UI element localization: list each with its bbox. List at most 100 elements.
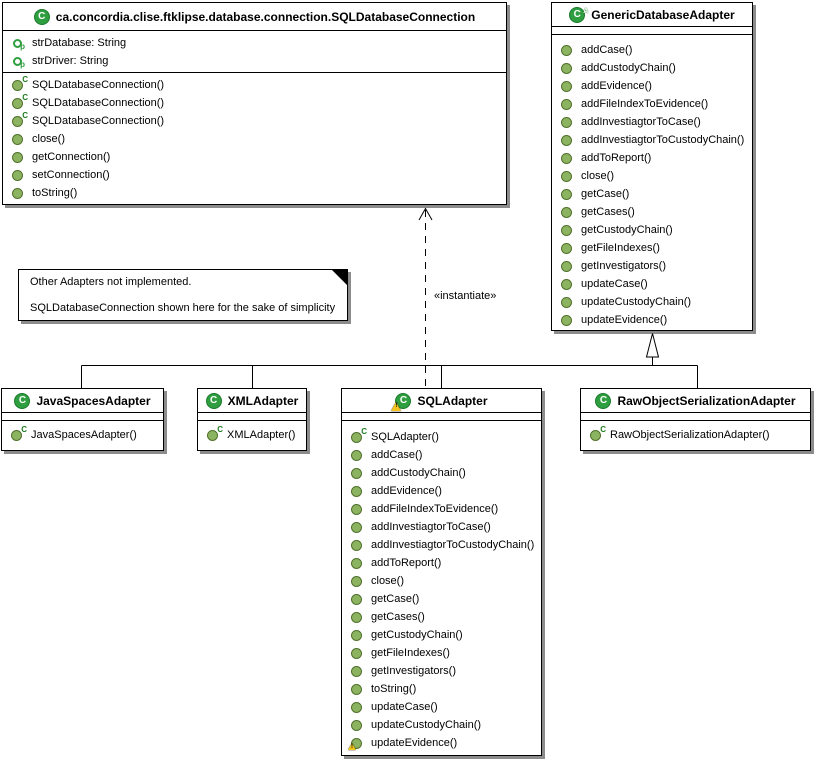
class-header: C JavaSpacesAdapter bbox=[2, 389, 163, 413]
member-row[interactable]: toString() bbox=[3, 184, 506, 202]
member-label: getConnection() bbox=[32, 151, 111, 163]
member-row[interactable]: toString() bbox=[342, 680, 541, 698]
member-label: addCustodyChain() bbox=[581, 62, 676, 74]
member-row[interactable]: close() bbox=[3, 130, 506, 148]
member-row[interactable]: setConnection() bbox=[3, 166, 506, 184]
class-header: C SQLAdapter bbox=[342, 389, 541, 413]
member-label: addCase() bbox=[371, 449, 423, 461]
member-label: SQLDatabaseConnection() bbox=[32, 115, 165, 127]
method-icon bbox=[351, 485, 362, 497]
method-icon bbox=[561, 134, 572, 146]
member-row[interactable]: addCustodyChain() bbox=[552, 59, 752, 77]
member-row[interactable]: close() bbox=[552, 167, 752, 185]
member-row[interactable]: addInvestiagtorToCustodyChain() bbox=[342, 536, 541, 554]
class-box-javaspacesadapter[interactable]: C JavaSpacesAdapter C JavaSpacesAdapter() bbox=[1, 388, 164, 451]
member-row[interactable]: getCustodyChain() bbox=[552, 221, 752, 239]
member-row[interactable]: getFileIndexes() bbox=[342, 644, 541, 662]
member-row[interactable]: getCases() bbox=[342, 608, 541, 626]
member-row[interactable]: addEvidence() bbox=[342, 482, 541, 500]
method-icon bbox=[351, 611, 362, 623]
member-row[interactable]: getCase() bbox=[342, 590, 541, 608]
instantiate-label: «instantiate» bbox=[434, 290, 497, 302]
member-row[interactable]: close() bbox=[342, 572, 541, 590]
member-row[interactable]: getCase() bbox=[552, 185, 752, 203]
class-title: GenericDatabaseAdapter bbox=[591, 7, 735, 22]
method-icon bbox=[351, 467, 362, 479]
member-row[interactable]: addCase() bbox=[552, 41, 752, 59]
class-title: XMLAdapter bbox=[227, 393, 299, 408]
member-row[interactable]: p strDatabase: String bbox=[3, 34, 506, 52]
method-icon bbox=[561, 170, 572, 182]
private-field-icon: p bbox=[13, 38, 25, 51]
member-row[interactable]: addInvestiagtorToCase() bbox=[342, 518, 541, 536]
member-row[interactable]: addCustodyChain() bbox=[342, 464, 541, 482]
class-title: JavaSpacesAdapter bbox=[36, 393, 151, 408]
member-row[interactable]: updateCustodyChain() bbox=[552, 293, 752, 311]
member-row[interactable]: updateCustodyChain() bbox=[342, 716, 541, 734]
instantiate-arrowhead bbox=[418, 207, 433, 221]
constructor-icon: C bbox=[11, 425, 27, 441]
member-row[interactable]: getInvestigators() bbox=[342, 662, 541, 680]
member-row[interactable]: addFileIndexToEvidence() bbox=[342, 500, 541, 518]
method-icon bbox=[561, 188, 572, 200]
member-label: strDatabase: String bbox=[32, 37, 127, 49]
method-icon bbox=[561, 296, 572, 308]
member-row[interactable]: updateEvidence() bbox=[342, 734, 541, 752]
class-warning-icon: C bbox=[391, 392, 412, 411]
constructor-icon: C bbox=[590, 425, 606, 441]
member-row[interactable]: getCustodyChain() bbox=[342, 626, 541, 644]
member-row[interactable]: addCase() bbox=[342, 446, 541, 464]
method-icon bbox=[351, 449, 362, 461]
member-row[interactable]: addFileIndexToEvidence() bbox=[552, 95, 752, 113]
class-title: SQLAdapter bbox=[417, 393, 488, 408]
class-box-sqldatabaseconnection[interactable]: C ca.concordia.clise.ftklipse.database.c… bbox=[2, 2, 507, 205]
member-label: XMLAdapter() bbox=[227, 429, 296, 441]
generalization-arrowhead bbox=[645, 333, 660, 358]
member-label: toString() bbox=[32, 187, 78, 199]
member-label: JavaSpacesAdapter() bbox=[31, 429, 137, 441]
member-row[interactable]: getConnection() bbox=[3, 148, 506, 166]
method-icon bbox=[351, 503, 362, 515]
member-row[interactable]: updateEvidence() bbox=[552, 311, 752, 329]
class-icon: C bbox=[33, 8, 50, 25]
member-row[interactable]: getFileIndexes() bbox=[552, 239, 752, 257]
note-box[interactable]: Other Adapters not implemented. SQLDatab… bbox=[18, 269, 348, 321]
member-row[interactable]: C JavaSpacesAdapter() bbox=[2, 425, 163, 444]
member-label: addInvestiagtorToCustodyChain() bbox=[371, 539, 535, 551]
method-icon bbox=[561, 152, 572, 164]
member-label: updateCase() bbox=[581, 278, 648, 290]
member-row[interactable]: getCases() bbox=[552, 203, 752, 221]
member-row[interactable]: addEvidence() bbox=[552, 77, 752, 95]
member-row[interactable]: addInvestiagtorToCase() bbox=[552, 113, 752, 131]
methods-compartment: addCase() addCustodyChain() addEvidence() a… bbox=[552, 35, 752, 330]
member-row[interactable]: updateCase() bbox=[552, 275, 752, 293]
member-label: strDriver: String bbox=[32, 55, 109, 67]
method-icon bbox=[12, 133, 23, 145]
member-row[interactable]: updateCase() bbox=[342, 698, 541, 716]
member-row[interactable]: addToReport() bbox=[342, 554, 541, 572]
member-label: SQLDatabaseConnection() bbox=[32, 79, 165, 91]
member-label: addEvidence() bbox=[581, 80, 652, 92]
fields-compartment bbox=[342, 413, 541, 421]
member-row[interactable]: getInvestigators() bbox=[552, 257, 752, 275]
class-icon: C bbox=[14, 392, 31, 409]
member-label: getCase() bbox=[371, 593, 420, 605]
member-row[interactable]: addInvestiagtorToCustodyChain() bbox=[552, 131, 752, 149]
member-label: getCase() bbox=[581, 188, 630, 200]
member-row[interactable]: addToReport() bbox=[552, 149, 752, 167]
note-line: SQLDatabaseConnection shown here for the… bbox=[30, 302, 336, 314]
